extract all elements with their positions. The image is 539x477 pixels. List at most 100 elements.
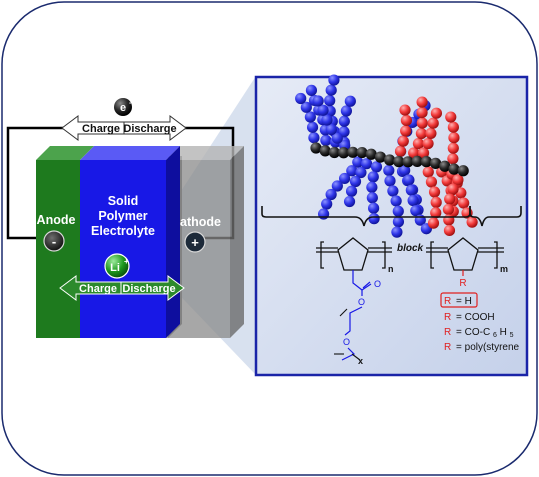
blue-bead (384, 175, 396, 187)
red-bead (399, 104, 411, 116)
blue-bead (306, 121, 319, 133)
blue-bead (312, 95, 324, 107)
blue-bead (390, 195, 402, 207)
blue-bead (343, 195, 356, 208)
blue-bead (410, 205, 422, 217)
backbone-bead (356, 146, 368, 159)
red-bead (445, 111, 457, 123)
polymer-bead-model (295, 74, 478, 238)
inner-charge-discharge-arrow: Charge Discharge (59, 275, 185, 301)
blue-bead (355, 166, 367, 179)
backbone-bead (402, 156, 414, 168)
cathode-label: Cathode (171, 215, 221, 229)
blue-bead (305, 84, 318, 96)
backbone-bead (457, 165, 469, 177)
electrolyte-line-2: Polymer (98, 209, 147, 223)
red-bead (412, 138, 425, 150)
red-bead (458, 197, 470, 209)
red-bead (427, 117, 439, 129)
blue-bead (361, 158, 373, 170)
electrolyte-line-3: Electrolyte (91, 224, 155, 238)
blue-bead (317, 208, 330, 220)
red-bead (442, 203, 455, 216)
r-option-4: R = poly(styrene (444, 342, 520, 353)
backbone-bead (420, 156, 432, 168)
electron-label: e (120, 102, 126, 114)
blue-bead (383, 164, 395, 177)
electron-icon: e - (114, 98, 132, 116)
backbone-bead (393, 156, 405, 168)
blue-bead (346, 165, 358, 177)
red-bead (400, 125, 412, 137)
blue-bead (300, 101, 312, 113)
red-bead (443, 224, 456, 237)
blue-bead (321, 198, 333, 210)
blue-bead (366, 181, 378, 193)
backbone-bead (338, 147, 350, 159)
red-bead (416, 106, 428, 119)
red-bead (428, 186, 441, 198)
blue-bead (387, 185, 399, 197)
backbone-bead (384, 154, 396, 166)
blue-bead (324, 95, 336, 107)
chemical-structure: n block m R O O O x (316, 237, 508, 366)
cathode-terminal-icon: + (184, 231, 206, 253)
blue-bead (392, 205, 404, 217)
r-option-3: R = CO-C 6 H 5 (444, 327, 514, 340)
red-bead (408, 147, 420, 159)
electron-charge: - (129, 100, 132, 107)
blue-bead (339, 172, 351, 185)
inner-arrow-discharge-label: Discharge (122, 283, 175, 295)
backbone-bead (374, 151, 386, 163)
blue-bead (328, 74, 340, 86)
blue-bead (366, 192, 378, 204)
blue-bead (317, 104, 329, 116)
red-bead (416, 96, 428, 108)
block-brace-right (469, 206, 522, 227)
anode-terminal-icon: - (43, 230, 65, 252)
subscript-n: n (388, 264, 394, 274)
blue-bead (338, 115, 350, 127)
blue-bead (403, 174, 415, 186)
blue-bead (345, 185, 358, 197)
red-bead (430, 196, 442, 208)
r-option-highlight-box (440, 292, 478, 308)
backbone-bead (365, 148, 377, 160)
blue-bead (367, 171, 379, 183)
red-bead (466, 216, 478, 228)
blue-bead (349, 175, 362, 188)
blue-bead (325, 188, 337, 201)
subscript-x: x (358, 356, 363, 366)
blue-bead (407, 194, 419, 207)
blue-bead (331, 132, 343, 144)
r-option-1: R = H (444, 296, 472, 307)
backbone-bead (310, 142, 322, 154)
backbone-bead (448, 163, 460, 175)
cathode-terminal-sign: + (191, 235, 199, 250)
subscript-m: m (500, 264, 508, 274)
anode-label: Anode (37, 213, 76, 227)
carbonyl-oxygen: O (374, 279, 381, 289)
blue-bead (368, 213, 380, 225)
blue-bead (370, 161, 383, 173)
blue-bead (295, 92, 307, 105)
red-bead (415, 127, 427, 140)
ester-oxygen: O (358, 297, 365, 307)
red-bead (430, 107, 443, 119)
blue-bead (320, 134, 332, 146)
red-bead (447, 183, 459, 195)
lithium-ion-icon: Li + (104, 253, 130, 279)
blue-bead (405, 184, 417, 196)
backbone-bead (319, 145, 331, 157)
red-bead (425, 176, 438, 188)
red-bead (397, 135, 409, 147)
backbone-bead (439, 160, 451, 172)
blue-bead (399, 164, 411, 176)
blue-bead (391, 226, 403, 238)
electrolyte-line-1: Solid (108, 194, 139, 208)
red-bead (427, 217, 440, 229)
blue-bead (344, 95, 356, 107)
red-bead (444, 193, 456, 205)
red-bead (447, 121, 459, 133)
red-bead (447, 142, 459, 154)
